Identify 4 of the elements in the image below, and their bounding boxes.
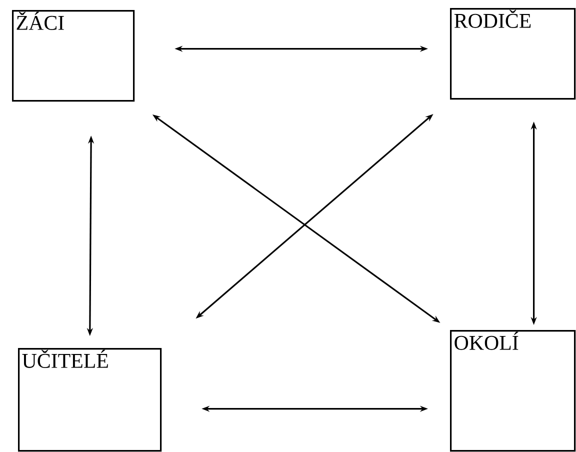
- text-box: RODIČE: [450, 8, 576, 100]
- text-box: UČITELÉ: [18, 348, 162, 452]
- text-box: ŽÁCI: [12, 10, 135, 102]
- text-box: OKOLÍ: [450, 330, 576, 452]
